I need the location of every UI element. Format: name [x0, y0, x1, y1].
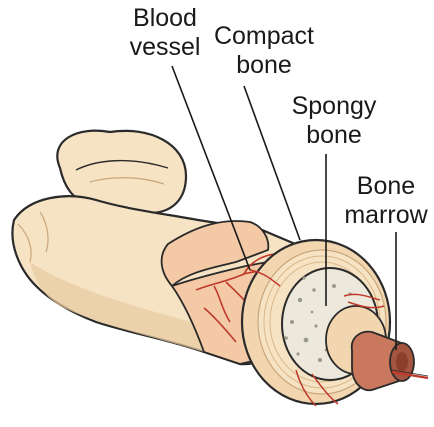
label-spongy-bone-line-1: Spongy: [282, 92, 386, 121]
label-blood-vessel-line-1: Blood: [116, 4, 214, 33]
label-bone-marrow-line-2: marrow: [334, 201, 434, 230]
label-bone-marrow-line-1: Bone: [334, 172, 434, 201]
label-bone-marrow: Bone marrow: [334, 172, 434, 230]
label-compact-bone: Compact bone: [206, 22, 322, 80]
label-spongy-bone-line-2: bone: [282, 121, 386, 150]
label-blood-vessel-line-2: vessel: [116, 33, 214, 62]
label-compact-bone-line-2: bone: [206, 51, 322, 80]
label-spongy-bone: Spongy bone: [282, 92, 386, 150]
label-blood-vessel: Blood vessel: [116, 4, 214, 62]
label-compact-bone-line-1: Compact: [206, 22, 322, 51]
bone-marrow-core: [396, 352, 408, 372]
